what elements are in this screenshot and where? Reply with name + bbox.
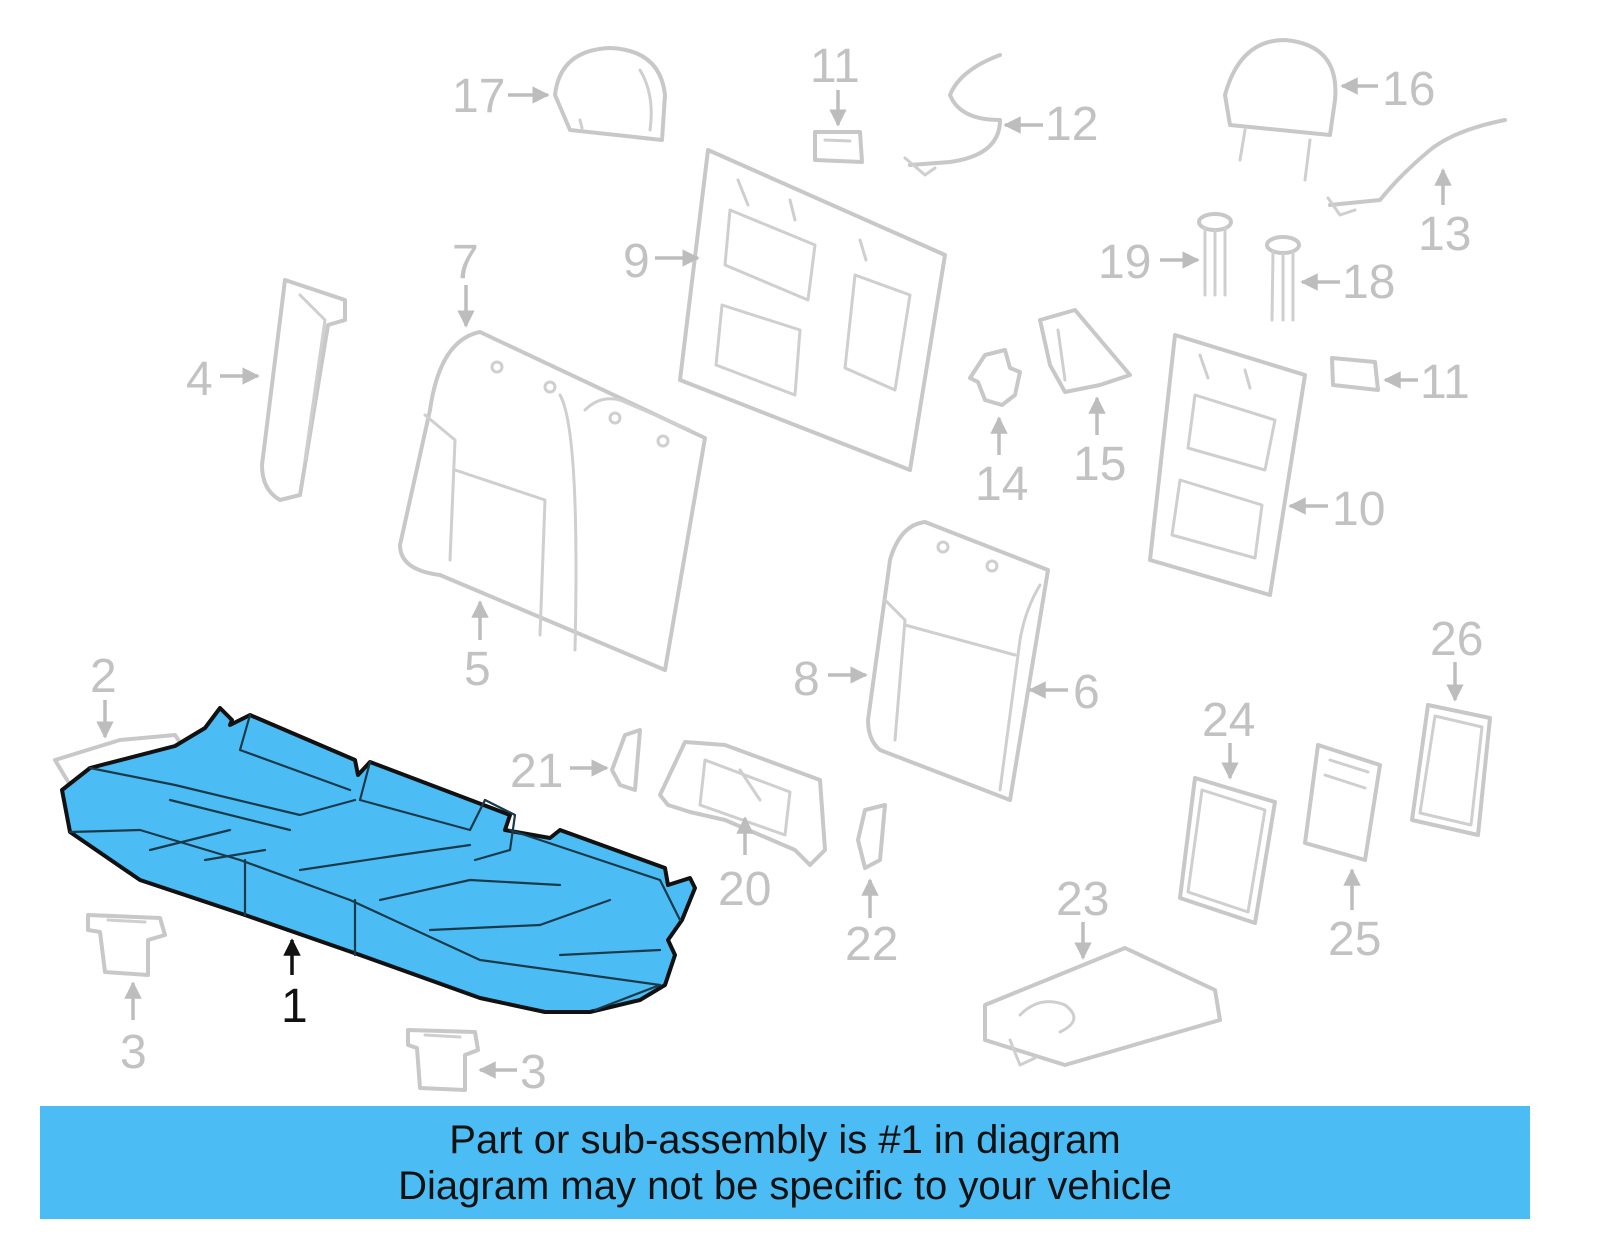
callout-16: 16 [1340,63,1435,116]
svg-text:16: 16 [1382,63,1435,116]
part-11-clip-top [813,130,864,164]
part-24-cover [1178,776,1277,925]
callout-24: 24 [1202,694,1255,780]
part-3-clip-left [86,913,167,977]
callout-18: 18 [1300,256,1395,309]
part-9-back-panel [678,148,947,472]
part-12-cable [903,53,1002,177]
callout-3-right: 3 [478,1046,547,1099]
svg-text:19: 19 [1098,236,1151,289]
svg-text:13: 13 [1418,208,1471,261]
callout-23: 23 [1056,873,1109,960]
part-20-frame [658,740,827,867]
part-14-bracket [968,348,1022,407]
callout-15: 15 [1073,396,1126,491]
svg-text:1: 1 [281,980,308,1033]
svg-text:17: 17 [452,70,505,123]
callout-6: 6 [1028,666,1100,719]
callout-22: 22 [845,878,898,971]
callout-14: 14 [975,416,1028,511]
svg-text:2: 2 [90,650,117,703]
svg-text:20: 20 [718,863,771,916]
callout-8: 8 [793,653,868,706]
svg-text:7: 7 [452,236,479,289]
callout-9: 9 [623,235,700,288]
callout-25: 25 [1328,868,1381,966]
svg-text:4: 4 [186,353,213,406]
part-11-clip-right [1330,356,1380,392]
part-18-guide [1265,235,1301,322]
part-17-headrest [553,46,667,142]
callout-20: 20 [718,816,771,916]
part-13-cable [1326,118,1507,217]
callout-12: 12 [1003,98,1098,151]
info-banner: Part or sub-assembly is #1 in diagram Di… [40,1106,1530,1219]
svg-text:3: 3 [520,1046,547,1099]
part-10-back-panel [1148,333,1307,597]
callout-21: 21 [510,745,609,798]
svg-text:21: 21 [510,745,563,798]
svg-text:11: 11 [1420,356,1470,409]
callout-13: 13 [1418,168,1471,261]
callout-2: 2 [90,650,117,739]
callout-5: 5 [464,600,491,696]
part-26-cover [1410,703,1492,837]
svg-text:11: 11 [810,40,860,93]
callout-4: 4 [186,353,260,406]
svg-text:10: 10 [1332,483,1385,536]
svg-text:14: 14 [975,458,1028,511]
banner-line-disclaimer: Diagram may not be specific to your vehi… [398,1163,1172,1208]
part-15-bracket [1038,308,1132,394]
part-3-clip-right [406,1028,480,1092]
part-22-bracket [856,803,887,870]
svg-text:12: 12 [1045,98,1098,151]
callout-3-left: 3 [120,981,147,1079]
svg-text:22: 22 [845,918,898,971]
part-16-headrest [1223,38,1338,182]
callout-17: 17 [452,70,550,123]
part-8-seat-back-right [866,520,1050,802]
callout-7: 7 [452,236,479,328]
svg-text:15: 15 [1073,438,1126,491]
part-7-seat-back [398,330,707,672]
part-1-seat-cushion [60,706,697,1014]
part-21-bracket [610,728,642,792]
callout-11-top: 11 [810,40,860,127]
part-19-guide [1197,212,1233,297]
part-4-side-trim [260,278,347,502]
callout-1: 1 [281,938,308,1033]
svg-text:8: 8 [793,653,820,706]
svg-text:18: 18 [1342,256,1395,309]
svg-text:26: 26 [1430,613,1483,666]
svg-text:23: 23 [1056,873,1109,926]
callout-19: 19 [1098,236,1200,289]
svg-text:24: 24 [1202,694,1255,747]
callout-26: 26 [1430,613,1483,702]
callout-11-right: 11 [1383,356,1470,409]
part-25-cover [1303,743,1382,862]
banner-line-part: Part or sub-assembly is #1 in diagram [449,1117,1121,1162]
svg-text:25: 25 [1328,913,1381,966]
svg-text:6: 6 [1073,666,1100,719]
callout-10: 10 [1288,483,1385,536]
svg-text:3: 3 [120,1026,147,1079]
part-23-armrest [983,946,1222,1067]
svg-text:9: 9 [623,235,650,288]
svg-text:5: 5 [464,643,491,696]
